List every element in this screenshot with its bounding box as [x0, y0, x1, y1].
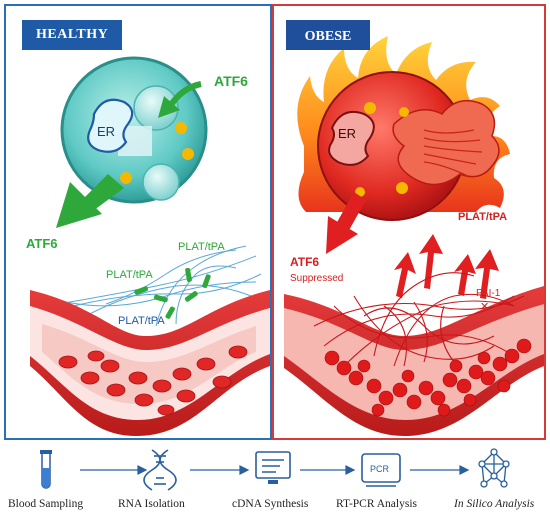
dna-icon	[143, 449, 177, 491]
workflow-step-3-label: cDNA Synthesis	[232, 498, 309, 510]
obese-illustration: ER OBESE ATF6 Suppressed PLAT/tPA PAI-1 …	[284, 20, 544, 436]
obese-plat-label: PLAT/tPA	[458, 211, 507, 223]
workflow-step-4-label: RT-PCR Analysis	[336, 498, 418, 510]
obese-atf6-label: ATF6	[290, 255, 319, 269]
network-icon	[478, 448, 510, 488]
monitor-icon	[255, 451, 291, 484]
fibrin-clot	[313, 272, 525, 367]
healthy-atf6-top: ATF6	[214, 73, 248, 89]
obese-vessel	[284, 286, 544, 436]
workflow-arrow-3	[300, 465, 356, 475]
healthy-er-label: ER	[97, 124, 115, 139]
healthy-red-cells	[58, 345, 248, 416]
pcr-machine-icon: PCR	[361, 453, 401, 487]
workflow-step-2-label: RNA Isolation	[118, 498, 185, 510]
healthy-panel: HEALTHY	[4, 4, 272, 440]
obese-panel: ER OBESE ATF6 Suppressed PLAT/tPA PAI-1 …	[272, 4, 546, 440]
healthy-title: HEALTHY	[22, 20, 123, 50]
pai-1-label: PAI-1	[476, 288, 501, 299]
obese-atf6-status: Suppressed	[290, 273, 343, 284]
workflow-arrow-1	[80, 465, 148, 475]
healthy-fibers	[45, 245, 262, 327]
healthy-plat-label-1: PLAT/tPA	[178, 241, 225, 253]
test-tube-icon	[40, 450, 52, 489]
obese-title-box	[286, 20, 370, 50]
healthy-plat-label-3: PLAT/tPA	[118, 315, 165, 327]
healthy-plat-label-2: PLAT/tPA	[106, 269, 153, 281]
workflow-arrow-4	[410, 465, 470, 475]
healthy-atf6-side: ATF6	[26, 236, 58, 251]
obese-er-label: ER	[338, 126, 356, 141]
plat-up-arrows	[394, 234, 499, 299]
obese-red-cell-cluster	[324, 338, 532, 417]
pai-1-x-icon: ✕	[480, 301, 489, 313]
workflow-strip: PCR	[40, 448, 510, 491]
workflow-arrow-2	[190, 465, 250, 475]
atf6-curved-arrow-head	[158, 96, 180, 118]
healthy-plat-fragments	[134, 267, 211, 319]
obese-title: OBESE	[305, 29, 352, 44]
healthy-illustration: ER ATF6 ATF6	[26, 56, 270, 436]
obese-cell	[317, 71, 500, 221]
workflow-step-5-label: In Silico Analysis	[454, 498, 535, 510]
healthy-cell	[60, 56, 208, 204]
atf6-exit-arrow	[56, 174, 124, 228]
svg-text:PCR: PCR	[370, 464, 390, 474]
workflow-step-1-label: Blood Sampling	[8, 498, 84, 510]
atf6-suppressed-arrow	[326, 192, 366, 254]
healthy-vessel	[30, 290, 270, 436]
